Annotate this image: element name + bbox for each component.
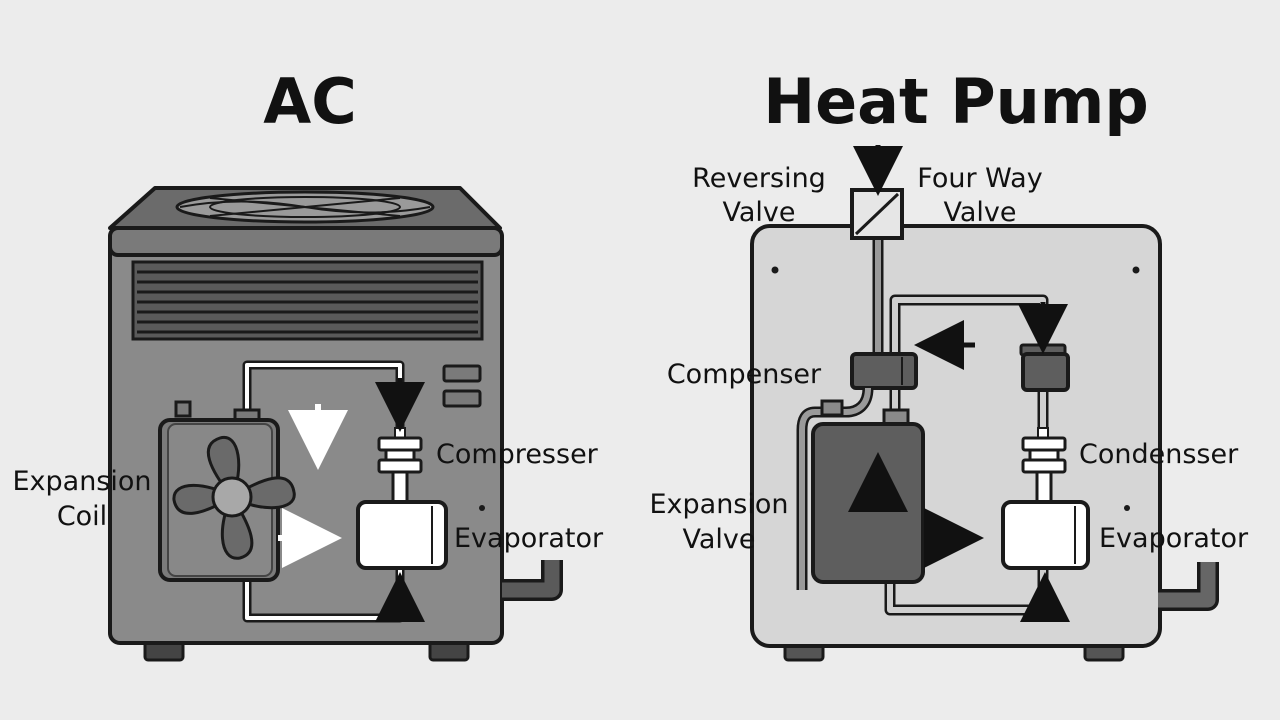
ac-panel-button-bottom [442, 389, 482, 408]
ac-panel-button-top [442, 364, 482, 383]
heat-pump-title: Heat Pump [763, 65, 1149, 138]
hp-screw-mr [1124, 505, 1130, 511]
ac-compressor [377, 427, 423, 504]
hp-label-evaporator: Evaporator [1099, 523, 1249, 554]
hp-evaporator [1001, 500, 1090, 570]
ac-label-expansion-coil-line2: Coil [57, 501, 107, 532]
ac-top-fan-grille [175, 190, 435, 224]
hp-label-reversing-line2: Valve [722, 197, 795, 228]
hp-screw-tr [1132, 266, 1140, 274]
hp-label-condenser: Condensser [1079, 439, 1239, 470]
hp-label-four-way-line1: Four Way [917, 163, 1042, 194]
heat-pump-unit [750, 145, 1219, 662]
hp-label-expansion-valve-line2: Valve [682, 524, 755, 555]
hp-label-four-way-line2: Valve [943, 197, 1016, 228]
fan-icon [172, 435, 296, 560]
hp-label-expansion-valve-line1: Expansion [649, 489, 788, 520]
hp-four-way-valve [850, 188, 904, 240]
hp-expansion-valve-tube [796, 387, 874, 590]
ac-vent-louvers [131, 260, 484, 341]
ac-title: AC [263, 65, 356, 138]
ac-label-evaporator: Evaporator [454, 523, 604, 554]
ac-label-compressor: Compresser [436, 439, 599, 470]
ac-unit [108, 186, 563, 662]
ac-screw [479, 505, 485, 511]
hp-compenser [850, 352, 918, 390]
hp-label-reversing-line1: Reversing [692, 163, 826, 194]
hp-label-compenser: Compenser [667, 359, 822, 390]
ac-evaporator [356, 500, 448, 570]
ac-label-expansion-coil-line1: Expansion [12, 466, 151, 497]
hp-condenser [1019, 343, 1070, 504]
ac-body-top-band [108, 226, 504, 257]
hp-expansion-tank [811, 399, 925, 584]
hp-screw-tl [771, 266, 779, 274]
